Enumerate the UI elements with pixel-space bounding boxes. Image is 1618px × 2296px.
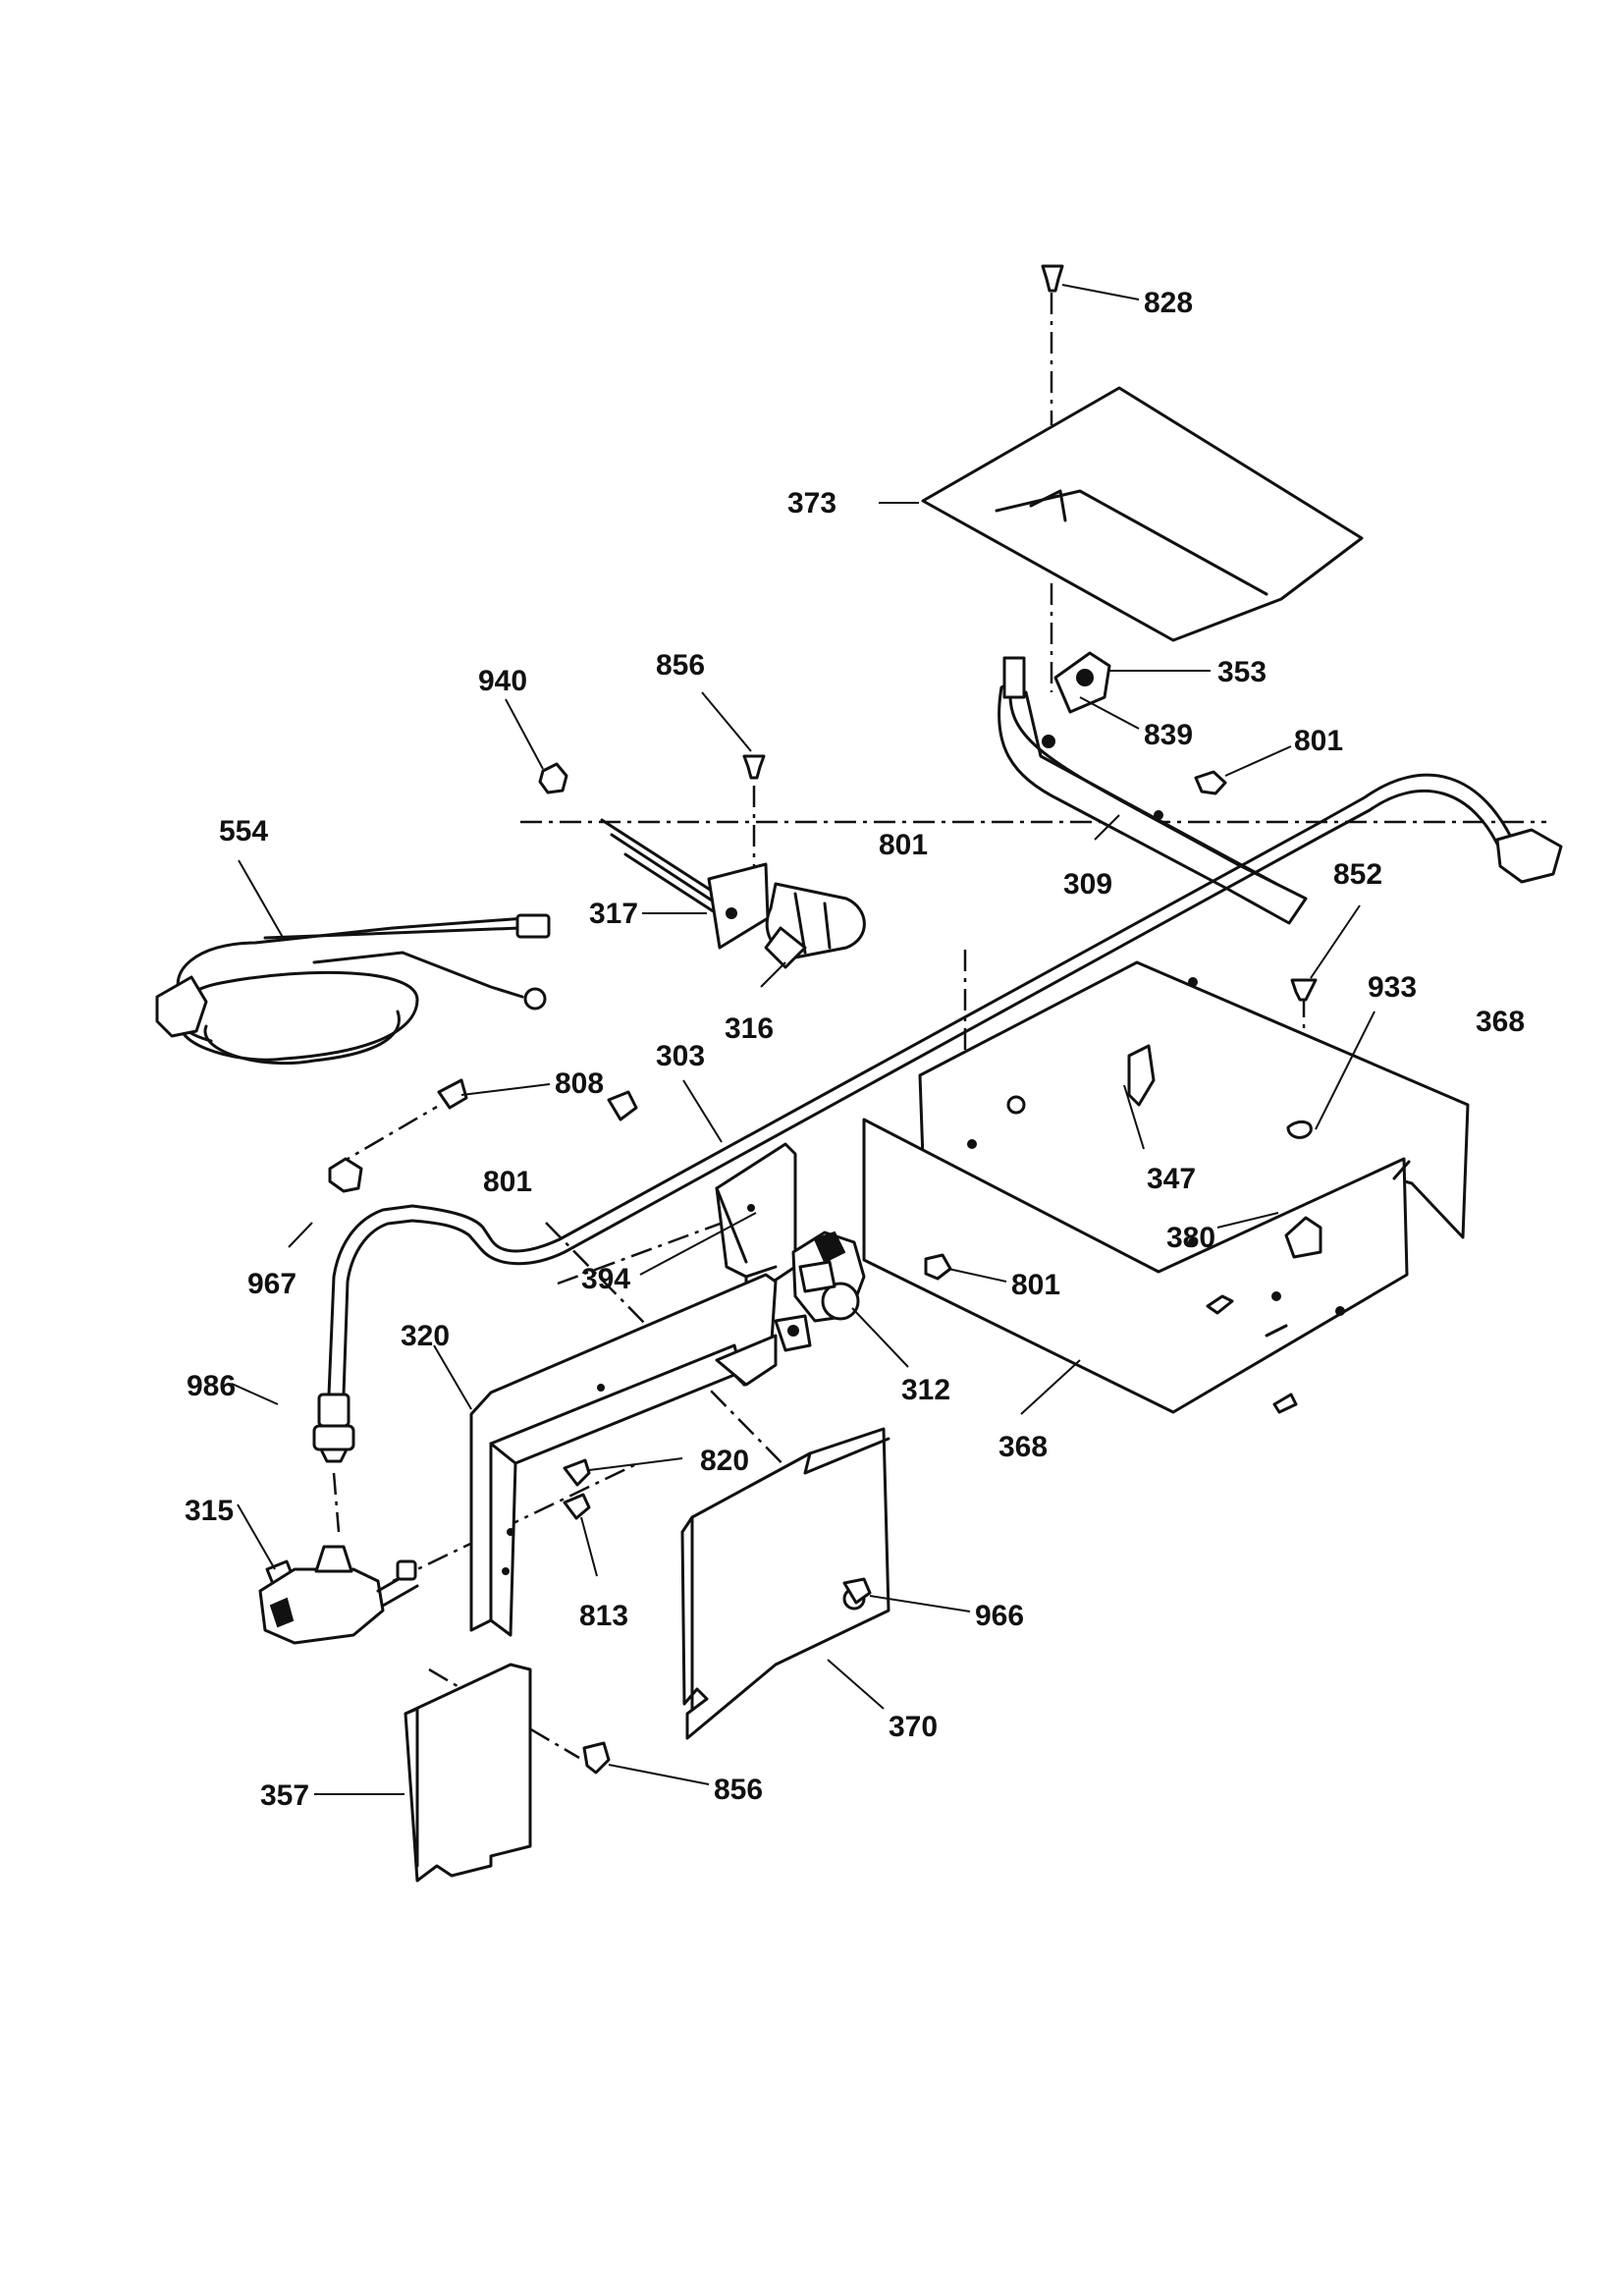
label-986: 986: [187, 1370, 236, 1402]
part-357-panel: [404, 1663, 532, 1883]
label-828: 828: [1144, 287, 1193, 319]
label-801-b: 801: [879, 829, 928, 861]
label-856-a: 856: [656, 649, 705, 682]
part-852-screw: [1290, 978, 1318, 1002]
label-839: 839: [1144, 719, 1193, 751]
label-320: 320: [401, 1320, 450, 1352]
label-353: 353: [1217, 656, 1267, 688]
label-933: 933: [1368, 971, 1417, 1004]
label-368-b: 368: [998, 1431, 1048, 1463]
part-813-screw: [563, 1493, 591, 1520]
label-312: 312: [901, 1374, 950, 1406]
label-856-b: 856: [714, 1774, 763, 1806]
label-347: 347: [1147, 1163, 1196, 1195]
label-801-d: 801: [1011, 1269, 1060, 1301]
label-368-a: 368: [1476, 1006, 1525, 1038]
label-852: 852: [1333, 858, 1382, 891]
part-940-cap: [538, 762, 568, 794]
part-394-bracket: [715, 1142, 797, 1308]
part-number-labels: 828 373 353 839 801 940 856 554 317 316 …: [185, 287, 1525, 1812]
part-820-screw: [563, 1458, 591, 1487]
label-317: 317: [589, 898, 638, 930]
part-856-screw-b: [582, 1741, 611, 1775]
part-828-screw: [1041, 264, 1064, 293]
label-303: 303: [656, 1040, 705, 1072]
part-801-screw-d: [924, 1253, 952, 1281]
part-808-screw: [328, 1078, 468, 1193]
part-316-igniter: [764, 882, 866, 969]
label-309: 309: [1063, 868, 1112, 901]
part-373-heat-shield: [921, 386, 1364, 642]
part-801-screw-a: [1194, 770, 1227, 795]
part-309-burner: [998, 656, 1308, 925]
part-966-screw: [842, 1577, 872, 1605]
label-813: 813: [579, 1600, 628, 1632]
label-394: 394: [581, 1263, 630, 1295]
label-373: 373: [787, 487, 836, 519]
label-801-a: 801: [1294, 725, 1343, 757]
label-315: 315: [185, 1495, 234, 1527]
part-317-bracket: [600, 818, 770, 950]
label-357: 357: [260, 1779, 309, 1812]
label-370: 370: [889, 1711, 938, 1743]
part-312-valve: [774, 1230, 866, 1352]
label-316: 316: [725, 1012, 774, 1045]
label-967: 967: [247, 1268, 297, 1300]
part-856-screw-a: [742, 754, 766, 780]
leader-lines: [231, 284, 1375, 1795]
part-370-panel: [680, 1427, 890, 1740]
part-933-clip: [1286, 1121, 1313, 1139]
label-554: 554: [219, 815, 268, 847]
label-966: 966: [975, 1600, 1024, 1632]
label-801-c: 801: [483, 1166, 532, 1198]
label-380: 380: [1166, 1222, 1215, 1254]
part-554-wire-harness: [155, 913, 551, 1066]
label-808: 808: [555, 1067, 604, 1100]
part-368-burner-box: [862, 960, 1470, 1414]
label-820: 820: [700, 1445, 749, 1477]
part-315-thermostat-valve: [258, 1545, 419, 1645]
part-320-bracket: [469, 1273, 778, 1637]
part-801-screw-c: [607, 1090, 638, 1121]
label-940: 940: [478, 665, 527, 697]
part-353-orifice: [1053, 651, 1111, 714]
part-303-gas-tube: [312, 773, 1563, 1463]
